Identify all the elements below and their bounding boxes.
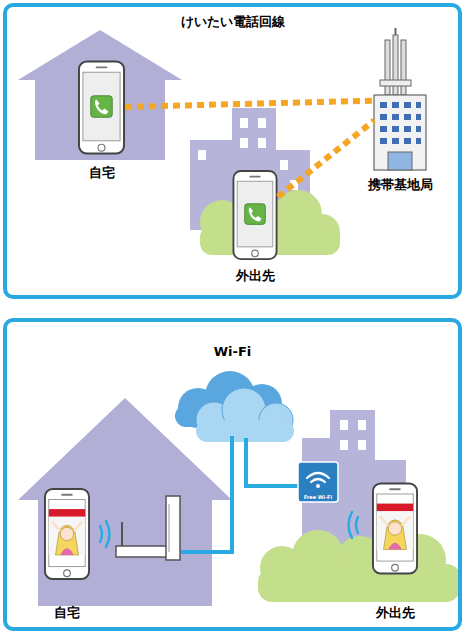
sign-label: Free Wi-Fi — [298, 494, 338, 500]
signal-line — [125, 101, 374, 107]
signal-line — [278, 121, 374, 197]
node-label: 携帯基地局 — [368, 176, 433, 194]
outdoor-phone-node: 外出先 — [232, 170, 278, 260]
outdoor-phone-node: 外出先 — [372, 482, 418, 575]
panel-title: けいたい電話回線 — [7, 13, 458, 31]
node-label: 自宅 — [54, 604, 80, 622]
home-phone-node: 自宅 — [78, 60, 125, 155]
node-label: 外出先 — [236, 267, 275, 285]
base-station-node: 携帯基地局 — [374, 30, 426, 170]
node-label: 外出先 — [376, 604, 415, 622]
panel-title: Wi-Fi — [7, 344, 458, 359]
panel-box: Wi-Fi自宅外出先 — [3, 318, 462, 631]
panel-box: けいたい電話回線自宅携帯基地局外出先 — [3, 3, 462, 299]
node-label: 自宅 — [89, 164, 115, 182]
home-phone-node: 自宅 — [42, 488, 92, 580]
